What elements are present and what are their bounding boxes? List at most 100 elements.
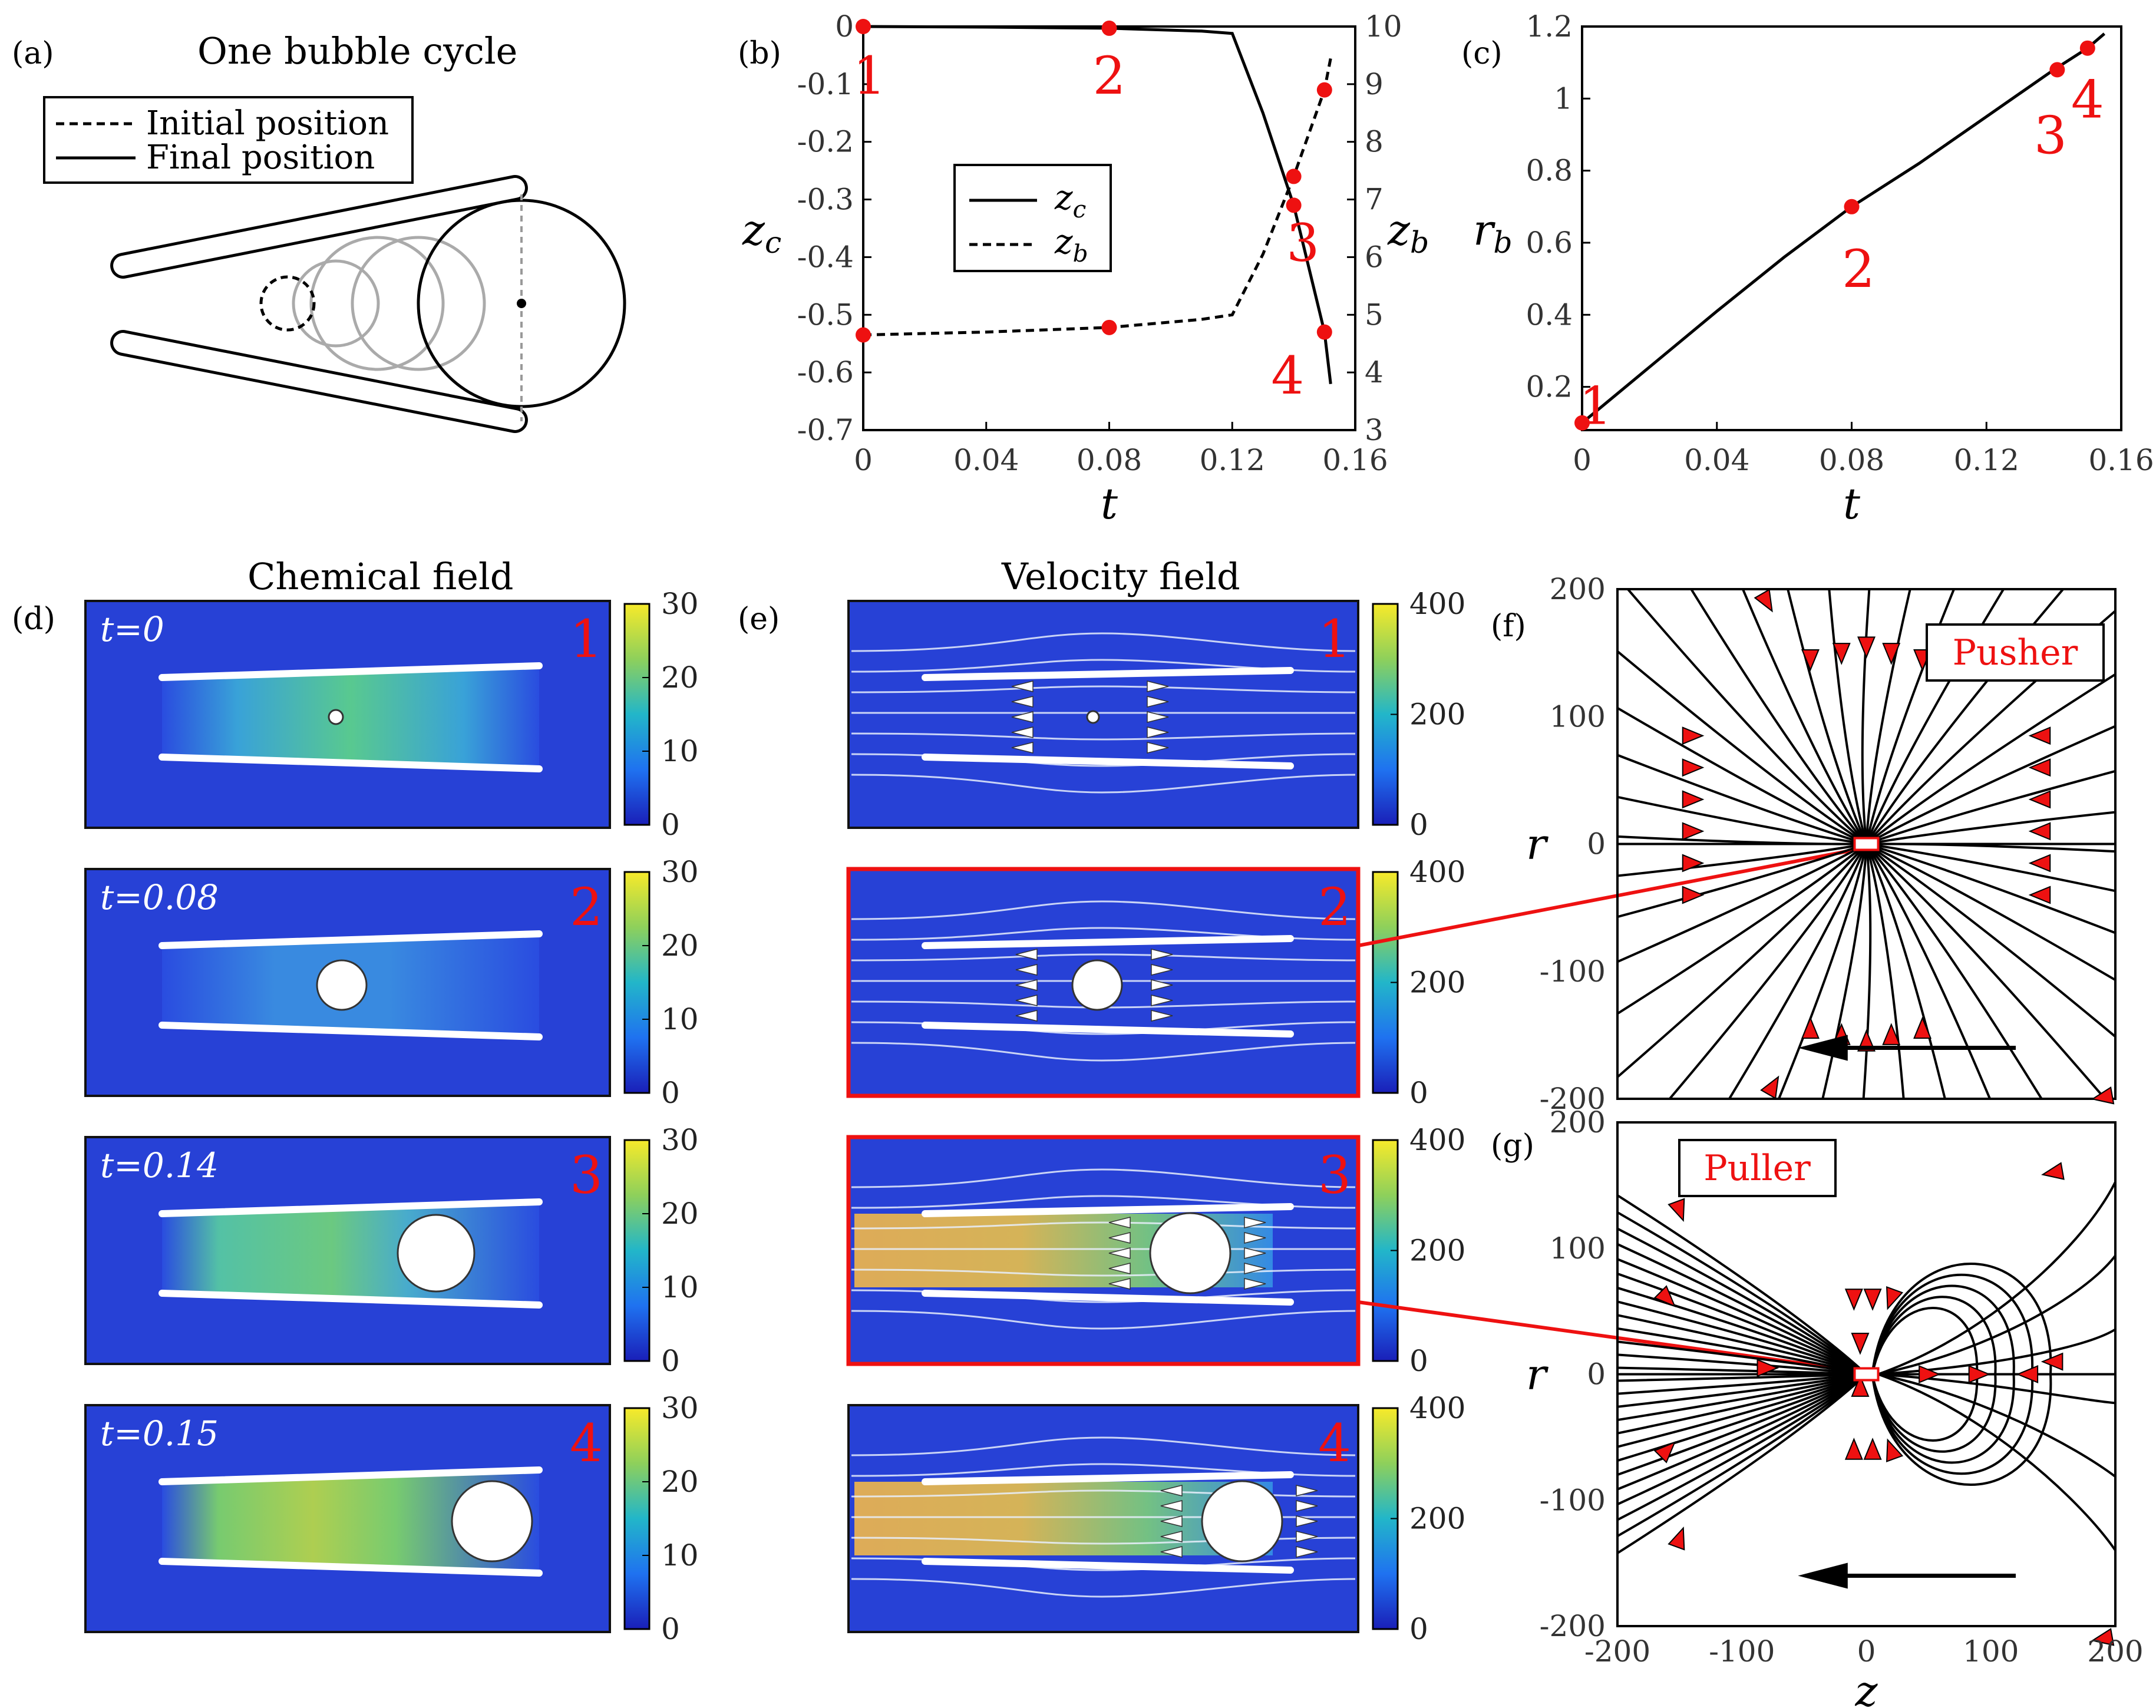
flow-direction-marker [1668, 1526, 1685, 1551]
flow-arrow [1011, 742, 1034, 754]
bubble [451, 1480, 533, 1562]
colorbar-label: 0 [661, 808, 680, 842]
stage-number: 3 [570, 1145, 603, 1205]
colorbar-label: 20 [661, 1197, 699, 1231]
flow-direction-marker [2041, 1162, 2065, 1180]
colorbar-label: 400 [1409, 1123, 1465, 1157]
bubble [1086, 710, 1100, 724]
colorbar-label: 400 [1409, 1391, 1465, 1425]
streamline [1617, 843, 1867, 877]
r-axis-label: r [1526, 1350, 1549, 1399]
velocity-frame [847, 600, 1359, 829]
chart-c-frame [1581, 25, 2122, 431]
colorbar-label: 10 [661, 1538, 699, 1572]
streamline [1865, 589, 1911, 844]
marker-rb [1574, 415, 1590, 431]
stage-label: 2 [1842, 239, 1875, 299]
y-tick-label: 1.2 [1526, 9, 1573, 44]
y-tick-label: -100 [1540, 954, 1606, 989]
time-label: t=0.15 [100, 1413, 219, 1453]
y-tick-label-right: 8 [1365, 125, 1384, 159]
streamline [1617, 649, 1867, 845]
bubble [1071, 959, 1123, 1011]
flow-direction-marker [1668, 1198, 1685, 1223]
chart-b-ylabel-left: zc [742, 205, 781, 260]
streamline [1828, 589, 1868, 845]
streamline [851, 1268, 1356, 1277]
flow-arrow [1160, 1546, 1183, 1558]
y-tick-label-right: 5 [1365, 298, 1384, 332]
channel-wall [159, 1022, 543, 1040]
y-tick-label: 0 [1587, 1357, 1606, 1392]
y-tick-label-left: -0.1 [797, 67, 854, 101]
lower-wall [110, 330, 528, 433]
y-tick-label: 1 [1554, 81, 1573, 115]
colorbar-label: 0 [1409, 1076, 1428, 1110]
pusher-label: Pusher [1953, 632, 2078, 673]
colorbar-label: 200 [1409, 1234, 1465, 1268]
streamline [1878, 1306, 2115, 1376]
initial-bubble [259, 275, 316, 332]
streamline [1617, 843, 1867, 919]
streamline [1617, 1373, 1867, 1555]
flow-direction-marker [1968, 1365, 1991, 1383]
y-tick-label-right: 7 [1365, 183, 1384, 217]
bubble [328, 709, 344, 725]
flow-arrow [1147, 680, 1169, 692]
flow-arrow [1015, 1010, 1038, 1022]
y-tick-label-left: -0.2 [797, 125, 854, 159]
flow-direction-marker [1653, 1441, 1676, 1463]
panel-a-title: One bubble cycle [197, 29, 517, 72]
flow-arrow [1296, 1485, 1318, 1496]
colorbar [623, 1139, 651, 1362]
x-tick-label: 200 [2087, 1634, 2143, 1669]
streamline [1617, 1373, 1867, 1538]
panel-e-letter: (e) [738, 602, 780, 637]
flow-direction-marker [1682, 854, 1705, 873]
marker-rb [1844, 199, 1860, 214]
channel-wall [922, 754, 1294, 769]
streamline [1617, 1373, 1867, 1435]
flow-direction-marker [1863, 1438, 1882, 1460]
flow-direction-marker [1919, 1365, 1941, 1383]
colorbar-label: 0 [661, 1612, 680, 1646]
series-line-z_b [863, 58, 1332, 336]
z-axis-label: z [1855, 1666, 1878, 1708]
streamline [1617, 795, 1867, 845]
flow-direction-marker [1682, 726, 1705, 745]
streamline [1617, 843, 1867, 963]
marker-z_c [1286, 197, 1302, 213]
colorbar-label: 30 [661, 1123, 699, 1157]
flow-direction-marker [1844, 1438, 1863, 1460]
stage-number: 4 [1318, 1413, 1351, 1474]
x-tick-label: 0.08 [1819, 443, 1884, 477]
channel-wall [159, 1290, 543, 1309]
colorbar-label: 400 [1409, 587, 1465, 621]
bubble [1149, 1212, 1231, 1294]
streamline [1728, 843, 1868, 1099]
stage-label: 1 [853, 45, 886, 106]
streamline [1617, 1373, 1867, 1491]
flow-direction-marker [1801, 649, 1820, 672]
flow-arrow [1108, 1263, 1131, 1274]
flow-arrow [1147, 742, 1169, 754]
stage-number: 1 [570, 609, 603, 669]
x-tick-label: 0 [1857, 1634, 1876, 1669]
y-tick-label: 0.8 [1526, 154, 1573, 188]
legend-final-label: Final position [146, 138, 375, 177]
flow-direction-marker [1913, 1016, 1932, 1039]
channel-wall [159, 754, 543, 772]
colorbar-label: 20 [661, 929, 699, 963]
marker-rb [2049, 62, 2065, 78]
streamline [1866, 811, 2115, 845]
flow-direction-marker [1857, 636, 1876, 659]
colorbar [623, 1407, 651, 1630]
flow-arrow [1108, 1232, 1131, 1244]
